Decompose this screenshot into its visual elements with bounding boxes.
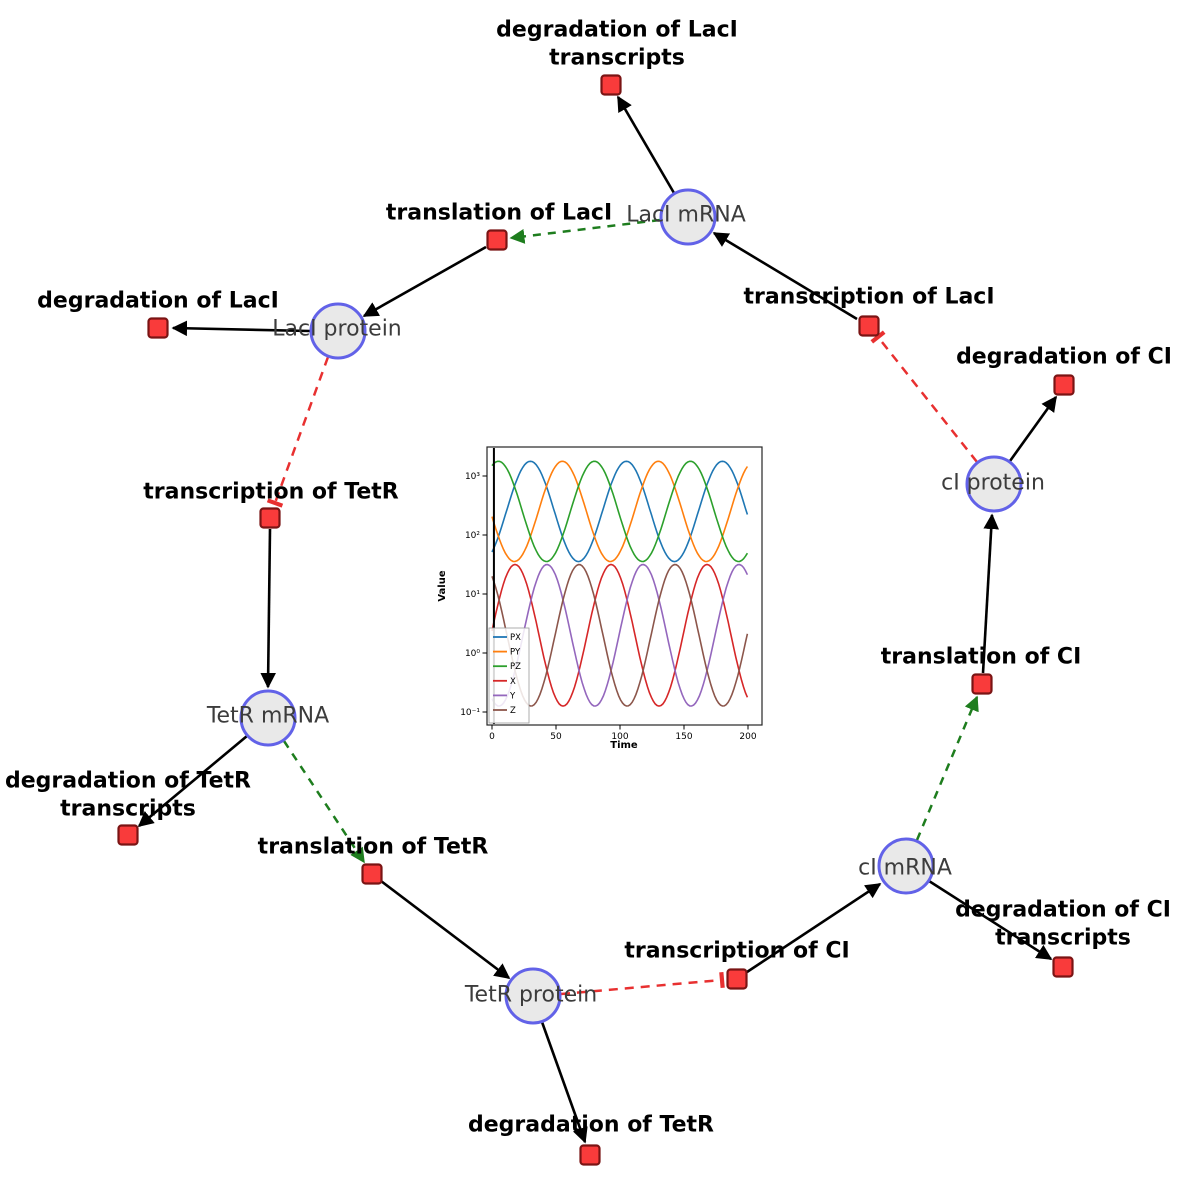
edge-tetr-mrna-modifies-translation — [282, 740, 366, 864]
reaction-label-degradation-of-ci-transcripts: degradation of CI transcripts — [955, 897, 1171, 951]
edge-translation-tetr-to-tetr-protein — [380, 879, 511, 980]
species-label-laci-protein: LacI protein — [272, 316, 402, 342]
legend-box — [488, 627, 530, 724]
reaction-node-degradation-of-tetr[interactable] — [579, 1144, 601, 1166]
species-label-tetr-mrna: TetR mRNA — [206, 703, 330, 729]
legend-label-X: X — [510, 677, 516, 687]
series-PY — [491, 460, 749, 563]
species-label-laci-mrna: LacI mRNA — [626, 202, 746, 228]
y-tick-label: 10⁻¹ — [460, 708, 480, 718]
edge-transcription-laci-to-laci-mrna — [712, 231, 858, 321]
reaction-node-degradation-of-laci[interactable] — [147, 317, 169, 339]
edge-laci-mrna-modifies-translation — [509, 218, 661, 244]
plot-x-axis-label: Time — [610, 740, 638, 751]
series-PX — [491, 460, 749, 563]
y-tick-label: 10² — [465, 531, 480, 541]
series-Y — [491, 563, 749, 707]
y-tick-label: 10¹ — [465, 590, 480, 600]
reaction-node-degradation-of-ci[interactable] — [1053, 374, 1075, 396]
reaction-label-degradation-of-laci: degradation of LacI — [37, 288, 279, 314]
inset-plot: 0 50 100 150 200 10⁻¹ 10⁰ 10¹ 10² 10³ PX PY PZ XYZ T… — [437, 446, 763, 751]
reaction-node-translation-of-tetr[interactable] — [361, 863, 383, 885]
edge-ci-mrna-modifies-translation — [915, 695, 979, 841]
species-label-ci-mrna: cI mRNA — [858, 855, 952, 881]
species-node-tetr-protein[interactable] — [504, 967, 562, 1025]
reaction-node-transcription-of-tetr[interactable] — [259, 507, 281, 529]
species-label-ci-protein: cI protein — [941, 470, 1045, 496]
reaction-label-degradation-of-ci: degradation of CI — [956, 344, 1172, 370]
legend-label-Y: Y — [509, 691, 516, 701]
reaction-node-transcription-of-ci[interactable] — [726, 968, 748, 990]
edge-tetr-protein-to-degradation — [540, 1021, 588, 1144]
reaction-node-transcription-of-laci[interactable] — [858, 315, 880, 337]
reaction-label-degradation-of-laci-transcripts: degradation of LacI transcripts — [496, 17, 738, 71]
reaction-label-degradation-of-tetr-transcripts: degradation of TetR transcripts — [4, 768, 251, 822]
x-tick-label: 200 — [739, 732, 756, 742]
species-node-ci-protein[interactable] — [965, 455, 1023, 513]
reaction-label-transcription-of-laci: transcription of LacI — [743, 284, 995, 310]
species-label-tetr-protein: TetR protein — [464, 982, 598, 1008]
reaction-label-translation-of-ci: translation of CI — [880, 644, 1082, 670]
reaction-label-translation-of-laci: translation of LacI — [385, 200, 613, 226]
x-tick-label: 50 — [550, 732, 562, 742]
series-X — [491, 563, 749, 707]
edge-laci-mrna-to-degradation-transcripts — [616, 95, 676, 194]
edge-translation-ci-to-ci-protein — [981, 513, 999, 674]
reaction-node-degradation-of-tetr-transcripts[interactable] — [117, 824, 139, 846]
series-Z — [491, 563, 749, 707]
species-node-laci-protein[interactable] — [309, 302, 367, 360]
edge-ci-mrna-to-degradation-transcripts — [928, 879, 1053, 961]
edge-laci-protein-inhibits-transcription-tetr — [266, 356, 330, 508]
edge-transcription-ci-to-ci-mrna — [746, 882, 882, 974]
legend-label-PY: PY — [510, 648, 521, 658]
edge-tetr-mrna-to-degradation-transcripts — [137, 735, 248, 827]
y-tick-label: 10⁰ — [465, 649, 480, 659]
plot-y-axis-label: Value — [437, 570, 448, 601]
reaction-label-transcription-of-ci: transcription of CI — [624, 938, 850, 964]
reaction-label-degradation-of-tetr: degradation of TetR — [467, 1112, 715, 1138]
reaction-label-translation-of-tetr: translation of TetR — [257, 834, 489, 860]
reaction-node-translation-of-laci[interactable] — [486, 229, 508, 251]
plot-legend: PX PY PZ XYZ — [488, 627, 530, 724]
plot-series — [491, 448, 749, 724]
reaction-node-translation-of-ci[interactable] — [971, 673, 993, 695]
reaction-label-transcription-of-tetr: transcription of TetR — [143, 479, 399, 505]
legend-label-PZ: PZ — [510, 662, 521, 672]
edge-translation-laci-to-laci-protein — [362, 245, 487, 318]
reaction-node-degradation-of-ci-transcripts[interactable] — [1052, 956, 1074, 978]
series-PZ — [491, 460, 749, 563]
edge-laci-protein-to-degradation — [171, 320, 311, 337]
edge-transcription-tetr-to-tetr-mrna — [260, 528, 276, 689]
y-tick-label: 10³ — [465, 472, 480, 482]
x-tick-label: 150 — [675, 732, 692, 742]
species-node-ci-mrna[interactable] — [877, 837, 935, 895]
legend-label-Z: Z — [510, 706, 516, 716]
species-node-laci-mrna[interactable] — [659, 188, 717, 246]
reaction-node-degradation-of-laci-transcripts[interactable] — [600, 74, 622, 96]
edge-tetr-protein-inhibits-transcription-ci — [560, 971, 725, 996]
plot-axes-ticks: 0 50 100 150 200 10⁻¹ 10⁰ 10¹ 10² 10³ — [460, 472, 757, 742]
x-tick-label: 0 — [489, 732, 495, 742]
edge-ci-protein-inhibits-transcription-laci — [870, 330, 978, 463]
x-tick-label: 100 — [611, 732, 628, 742]
species-node-tetr-mrna[interactable] — [239, 689, 297, 747]
plot-border — [486, 446, 763, 726]
edge-ci-protein-to-degradation — [1008, 395, 1058, 462]
legend-label-PX: PX — [510, 633, 521, 643]
